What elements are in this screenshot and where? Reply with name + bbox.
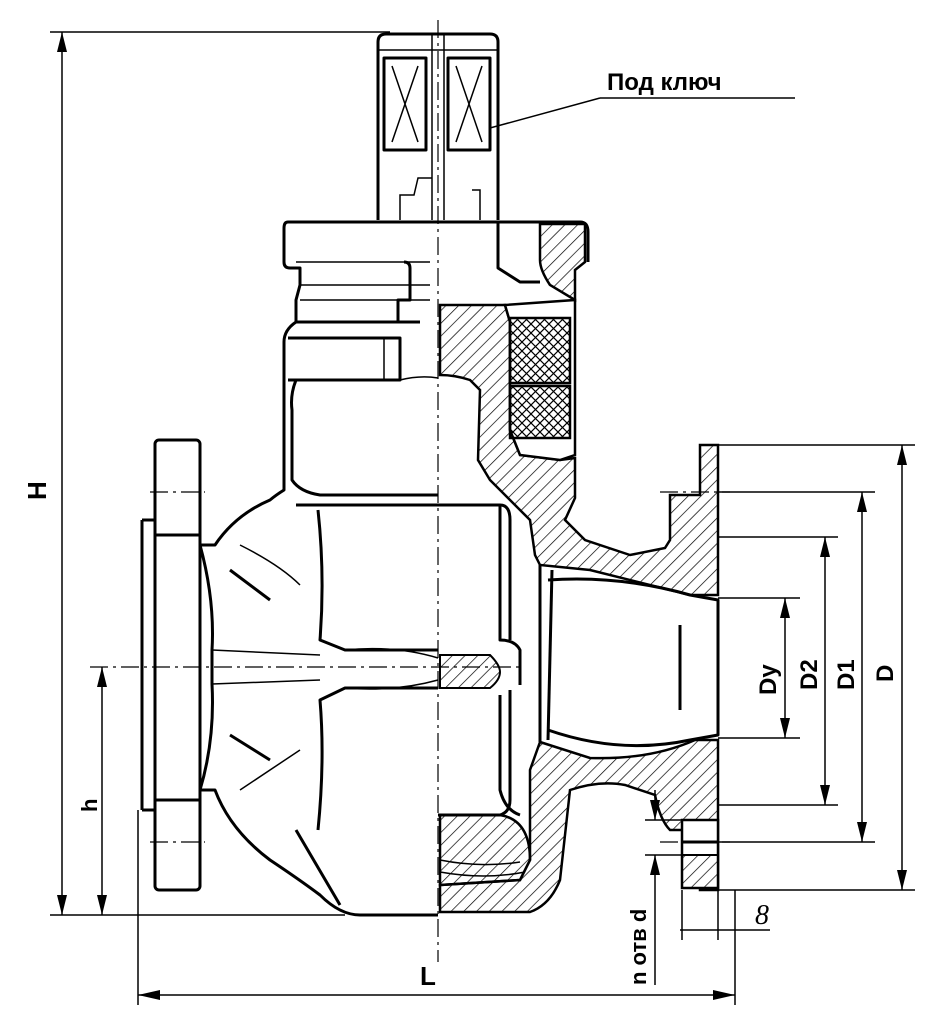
label-D1: D1: [833, 659, 860, 690]
label-H: H: [22, 481, 52, 500]
label-D2: D2: [796, 659, 823, 690]
flange-left: [140, 438, 321, 892]
body-section-right: [438, 222, 720, 914]
label-L: L: [420, 961, 436, 991]
label-h: h: [77, 799, 102, 812]
label-Dy: Dy: [755, 664, 782, 695]
label-D: D: [872, 665, 899, 682]
label-holes: n отв d: [626, 909, 651, 985]
label-thickness: 8: [755, 900, 769, 931]
label-wrench: Под ключ: [607, 69, 722, 96]
dimension-labels: Под ключ H h L Dy D2 D1 D n отв d 8: [22, 69, 899, 991]
centerlines: [90, 20, 730, 962]
stem-wrench-head: [376, 32, 500, 220]
gland-cap: [282, 220, 590, 324]
dimension-lines: [50, 31, 915, 1005]
